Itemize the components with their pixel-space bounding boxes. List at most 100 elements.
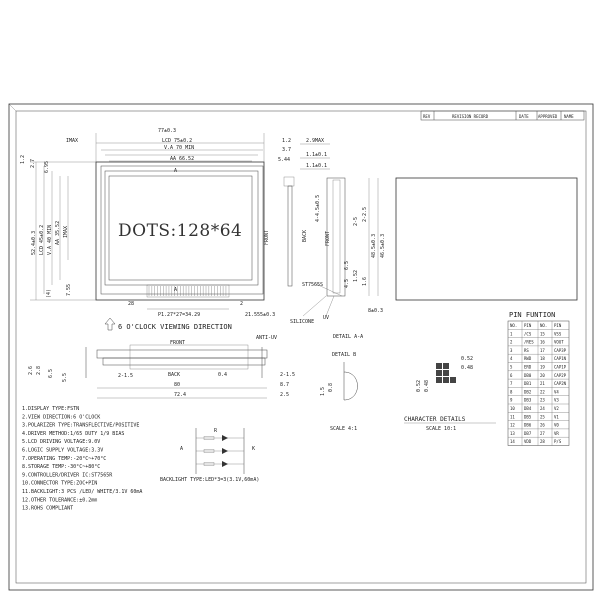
pin-table-cell: 24 — [540, 406, 545, 411]
marker-a-bottom: A — [174, 287, 177, 293]
pin-table-header: PIN — [554, 323, 562, 328]
dim-8: 8±0.3 — [368, 308, 383, 314]
detail-aa-label: DETAIL A-A — [333, 334, 363, 340]
pin-table-cell: P/S — [554, 439, 562, 444]
side-front-label: FRONT — [264, 230, 270, 245]
pin-table-cell: VOUT — [554, 340, 564, 345]
viewing-direction: 6 O'CLOCK VIEWING DIRECTION — [118, 323, 232, 331]
side-front-label-2: FRONT — [325, 231, 331, 246]
dim-aa-height: AA 35.52 — [55, 221, 61, 245]
note-item: 13.ROHS COMPLIANT — [22, 506, 73, 512]
pin-table-cell: RS — [524, 348, 529, 353]
dim-l6-95: 6.95 — [44, 161, 50, 173]
pin-table-cell: 3 — [510, 348, 513, 353]
dim-l2-7: 2.7 — [30, 159, 36, 168]
dim-h-imax: IMAX — [63, 226, 69, 238]
character-details: 0.52 0.48 0.52 0.48 CHARACTER DETAILS SC… — [404, 356, 496, 432]
dim-pitch: P1.27*27=34.29 — [158, 312, 200, 318]
pin-table-cell: V1 — [554, 414, 559, 419]
pin-table-cell: V0 — [554, 423, 559, 428]
backlight-resistor: R — [214, 428, 218, 434]
dim-4-5: 4.5 — [344, 279, 350, 288]
pin-table-cell: 21 — [540, 381, 545, 386]
dim-pin28: 28 — [128, 301, 134, 307]
detail-b-d1: 1.5 — [320, 387, 326, 396]
date-col: DATE — [519, 114, 529, 119]
bottom-view: FRONT BACK ANTI-UV 2-1.5 80 72.4 0.4 2-1… — [28, 335, 295, 399]
note-item: 6.LOGIC SUPPLY VOLTAGE:3.3V — [22, 448, 103, 454]
detail-b-d2: 0.8 — [328, 383, 334, 392]
pin-table-cell: CAP1N — [554, 356, 567, 361]
pin-table-cell: CAP3P — [554, 348, 567, 353]
dim-bot2: 2 — [240, 301, 243, 307]
pin-table-cell: V2 — [554, 406, 559, 411]
pin-table-cell: 19 — [540, 365, 545, 370]
pin-table-cell: 5 — [510, 365, 513, 370]
resistor-icon — [203, 449, 215, 453]
revision-record-col: REVISION RECORD — [452, 114, 489, 119]
backlight-anode: A — [180, 446, 183, 452]
pin-table-cell: ERD — [524, 365, 532, 370]
pin-table-cell: VSS — [554, 331, 562, 336]
name-col: NAME — [564, 114, 574, 119]
pin-table-cell: 11 — [510, 414, 515, 419]
dim-4-4-5: 4-4.5±0.5 — [315, 195, 321, 222]
dim-6-5-left: 6.5 — [48, 369, 54, 378]
pin-table-cell: 4 — [510, 356, 513, 361]
back-view — [395, 177, 578, 301]
pin-table-cell: /CS — [524, 331, 532, 336]
backlight-label: BACKLIGHT TYPE:LED*3=3(3.1V,60mA) — [160, 477, 259, 483]
note-item: 3.POLARIZER TYPE:TRANSFLECTIVE/POSITIVE — [22, 423, 139, 429]
pin-table-cell: DB3 — [524, 398, 532, 403]
char-details-scale: SCALE 10:1 — [426, 426, 456, 432]
module-outline — [95, 161, 265, 301]
dim-7-55: 7.55 — [66, 284, 72, 296]
dim-bot21: 21.555±0.3 — [245, 312, 275, 318]
pin-table-cell: VR — [554, 431, 559, 436]
note-item: 4.DRIVER METHOD:1/65 DUTY 1/9 BIAS — [22, 431, 124, 437]
pin-table-cell: V4 — [554, 389, 559, 394]
lcd-outline — [100, 165, 264, 295]
dim-r5-44: 5.44 — [278, 157, 290, 163]
rev-col: REV — [423, 114, 431, 119]
pin-table-cell: 10 — [510, 406, 515, 411]
led-icon — [222, 448, 228, 454]
dim-0-4: 0.4 — [218, 372, 227, 378]
dim-48-5: 48.5±0.3 — [371, 234, 377, 258]
pin-table-cell: 13 — [510, 431, 515, 436]
pin-table-frame — [507, 320, 570, 446]
dim-2-5: 2-5 — [353, 217, 359, 226]
pin-table-cell: 26 — [540, 423, 545, 428]
pin-table-cell: 2 — [510, 340, 513, 345]
pin-table-header: NO. — [510, 323, 517, 328]
pin-table-cell: 1 — [510, 331, 513, 336]
pin-table-cell: 22 — [540, 389, 545, 394]
dim-80: 80 — [174, 382, 180, 388]
dim-va-height: V.A 40 MIN — [47, 225, 53, 255]
led-icon — [222, 435, 228, 441]
detail-b: DETAIL B 1.5 0.8 SCALE 4:1 — [320, 352, 358, 432]
pin-table-cell: 16 — [540, 340, 545, 345]
pin-table-cell: 28 — [540, 439, 545, 444]
pin-table-cell: CAP2P — [554, 373, 567, 378]
pin-header — [146, 284, 230, 298]
char-d4: 0.48 — [424, 380, 430, 392]
dim-aa-width: AA 66.52 — [170, 156, 194, 162]
note-item: 8.STORAGE TEMP:-30°C~+80°C — [22, 464, 100, 470]
pin-table-cell: CAP1P — [554, 365, 567, 370]
dim-1-1a: 1.1±0.1 — [306, 152, 327, 158]
side-back-label: BACK — [302, 230, 308, 242]
pin-table-cell: 23 — [540, 398, 545, 403]
note-item: 9.CONTROLLER/DRIVER IC:ST7565R — [22, 472, 113, 478]
bottom-back-label: BACK — [168, 372, 180, 378]
approved-col: APPROVED — [538, 114, 558, 119]
inner-border — [15, 110, 587, 584]
dim-lcd-height: LCD 45±0.2 — [39, 225, 45, 255]
pin-table-cell: DB6 — [524, 423, 532, 428]
pin-table-header: NO. — [540, 323, 547, 328]
pin-table-cell: RWD — [524, 356, 532, 361]
dim-outline-width: 77±0.3 — [158, 128, 176, 134]
